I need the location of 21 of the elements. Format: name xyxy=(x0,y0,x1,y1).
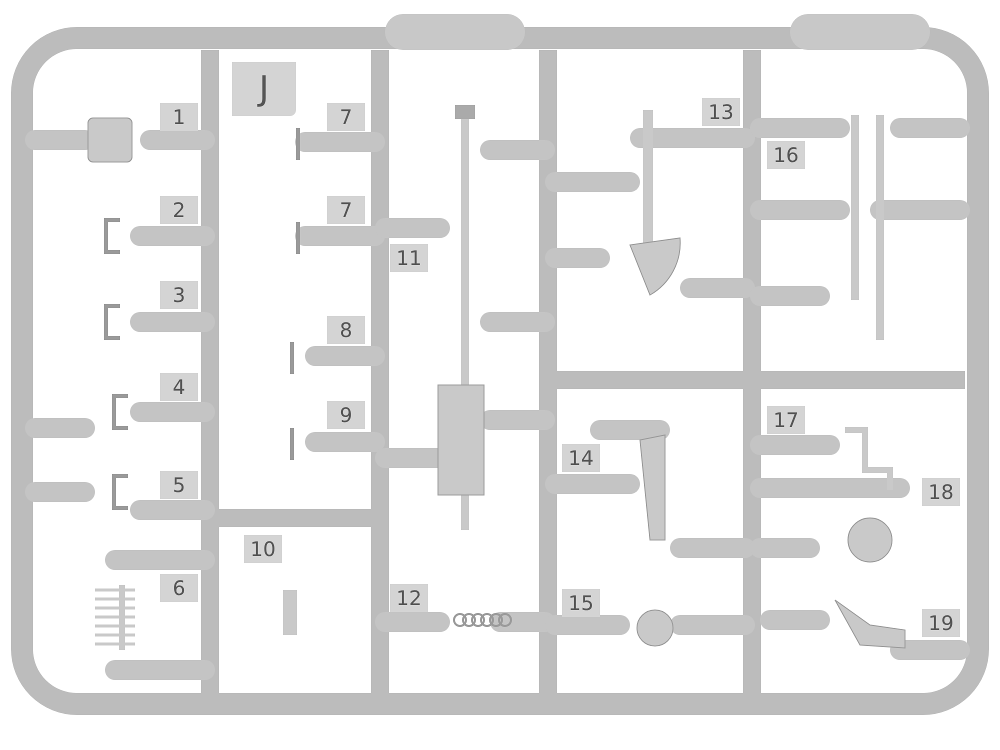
part-number: 7 xyxy=(327,196,365,224)
part-number: 19 xyxy=(922,609,960,637)
part-number: 6 xyxy=(160,574,198,602)
sprue-letter: J xyxy=(232,62,296,116)
part-number: 12 xyxy=(390,584,428,612)
part-number: 16 xyxy=(767,141,805,169)
part-number: 4 xyxy=(160,373,198,401)
part-number: 11 xyxy=(390,244,428,272)
part-number: 10 xyxy=(244,535,282,563)
part-number: 13 xyxy=(702,98,740,126)
part-number: 7 xyxy=(327,103,365,131)
part-number: 2 xyxy=(160,196,198,224)
part-number: 18 xyxy=(922,478,960,506)
part-number: 14 xyxy=(562,444,600,472)
part-number: 15 xyxy=(562,589,600,617)
part-number: 17 xyxy=(767,406,805,434)
part-number: 3 xyxy=(160,281,198,309)
part-number: 9 xyxy=(327,401,365,429)
part-number: 1 xyxy=(160,103,198,131)
part-number: 5 xyxy=(160,471,198,499)
part-number: 8 xyxy=(327,316,365,344)
